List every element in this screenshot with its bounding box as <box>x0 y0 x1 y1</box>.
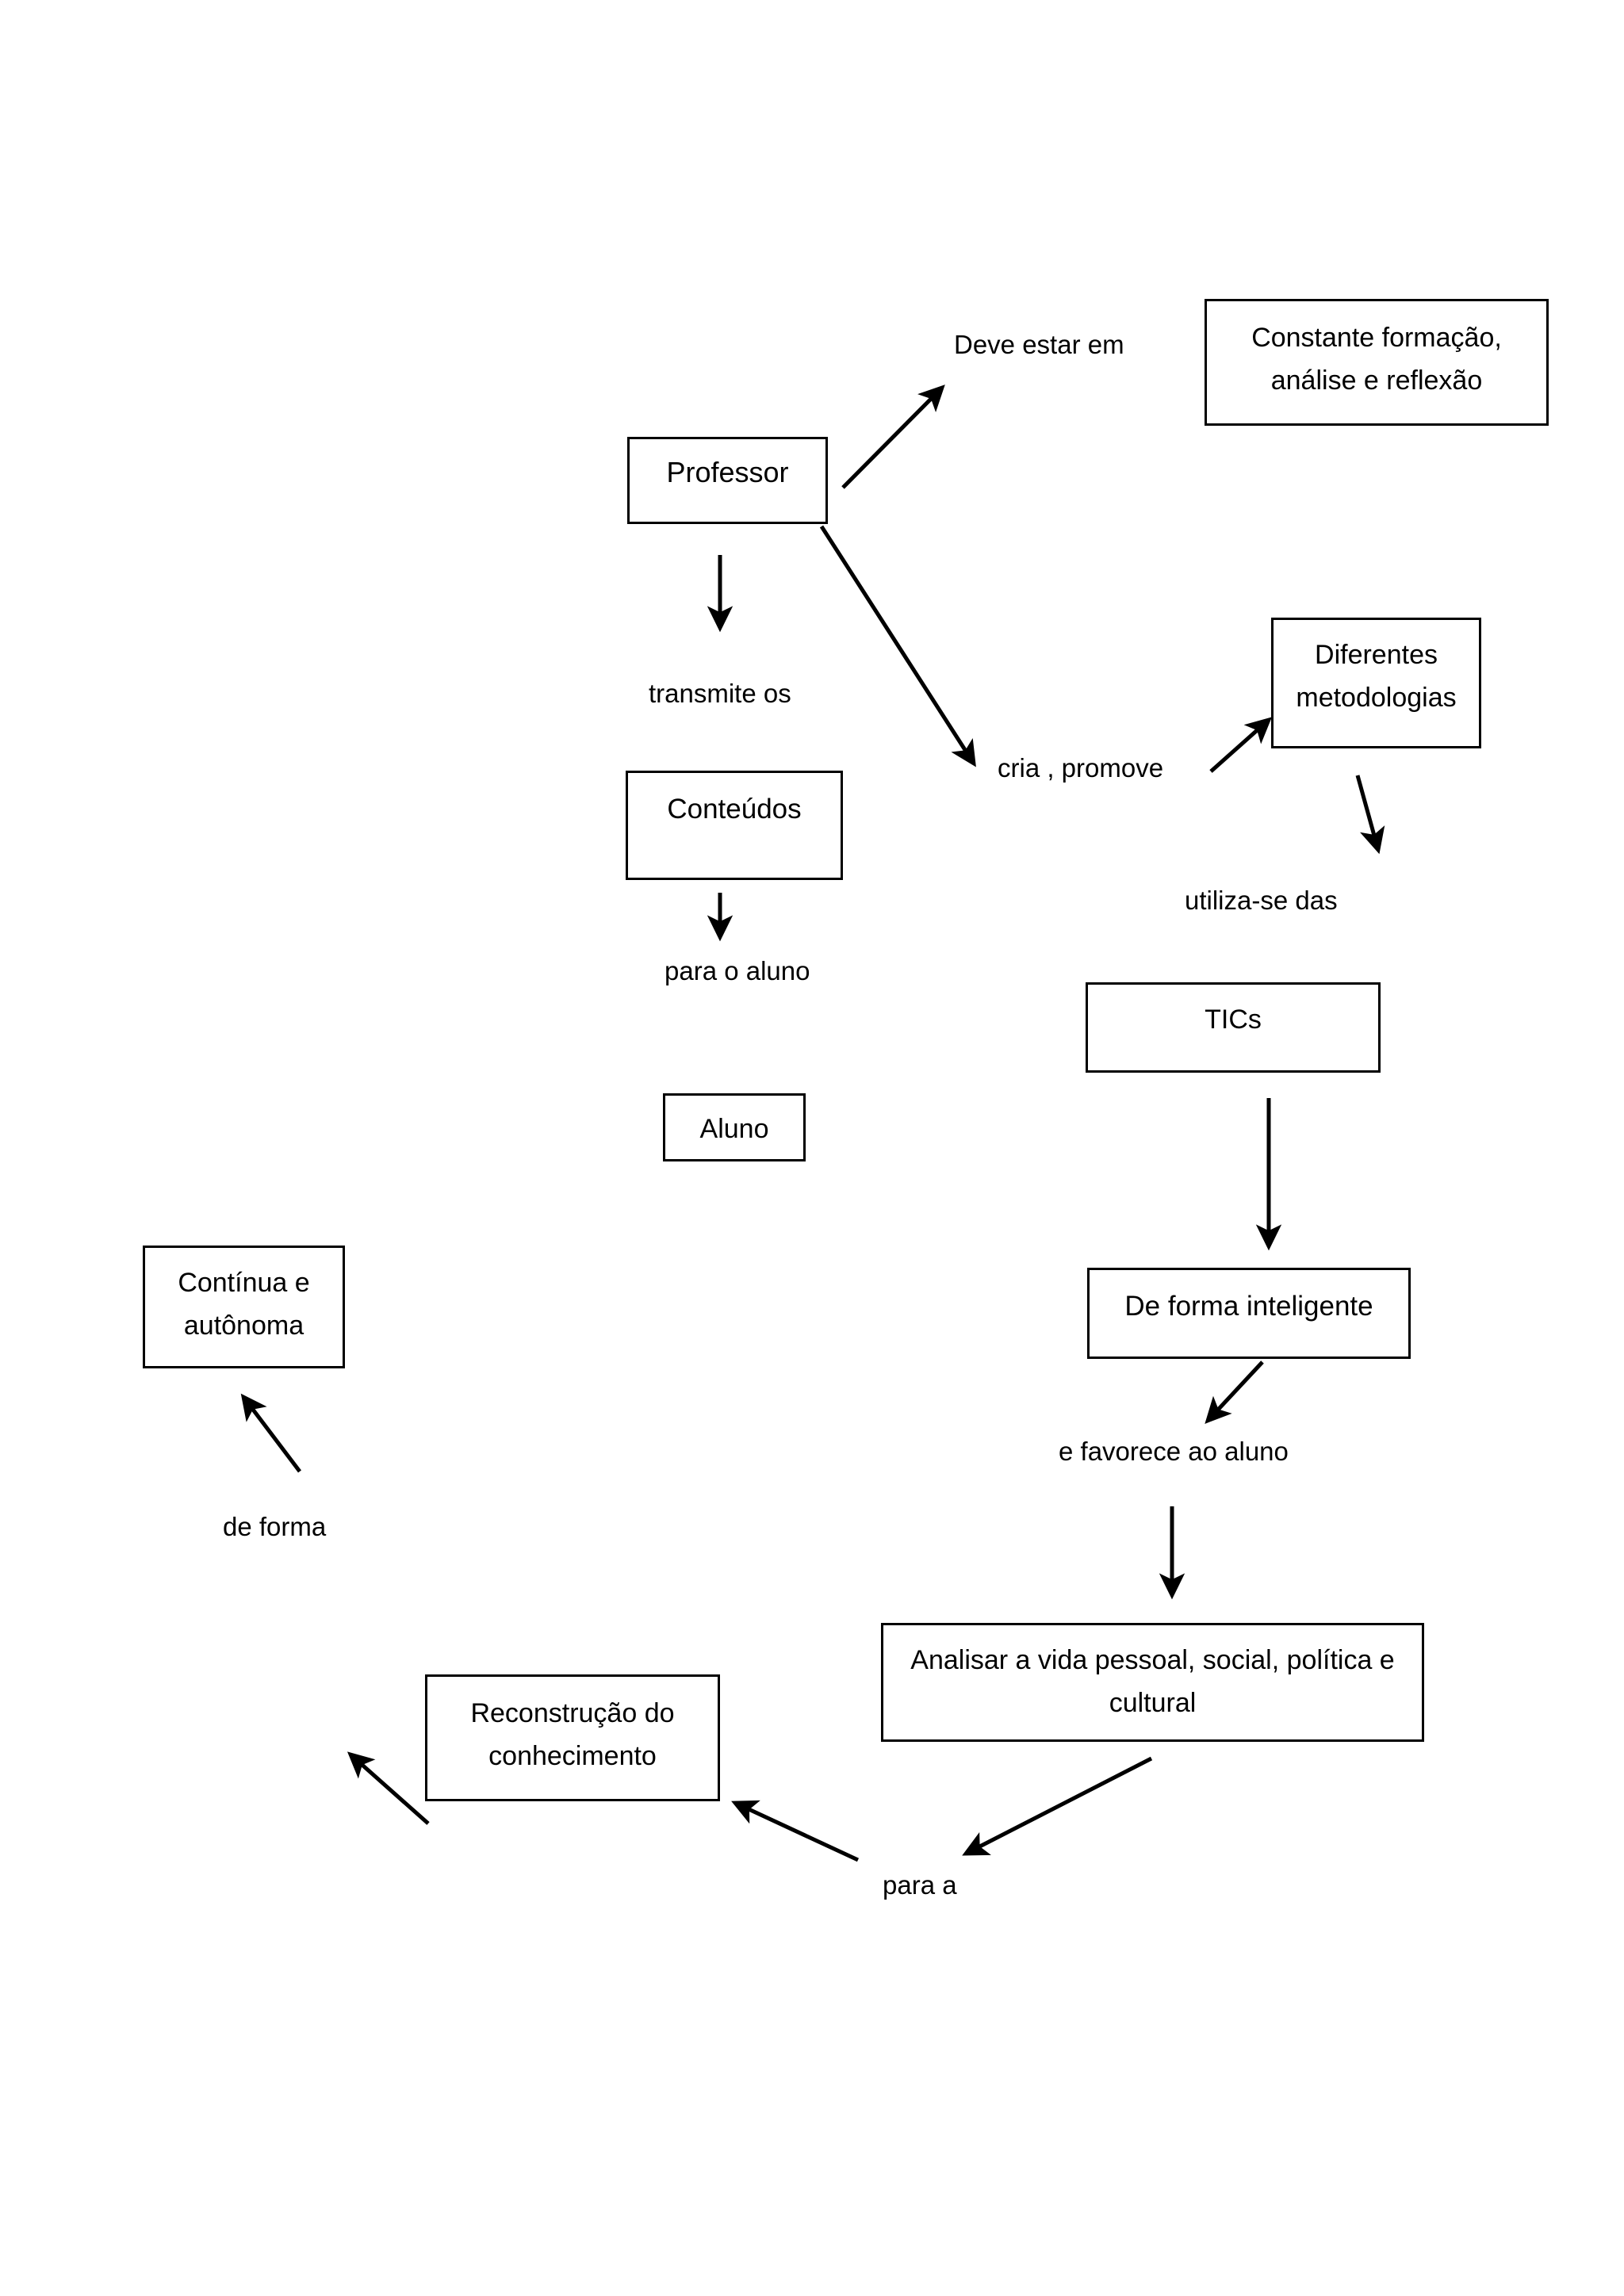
edge-diferentes-metodologias-to-utiliza-se-das <box>1355 775 1385 855</box>
edge-de-forma-inteligente-to-e-favorece-ao-aluno <box>1205 1360 1264 1424</box>
edge-de-forma-to-continua-autonoma <box>240 1393 301 1473</box>
node-reconstrucao-conhecimento-label: Reconstrução do conhecimento <box>470 1698 675 1771</box>
edge-label-e-favorece-ao-aluno: e favorece ao aluno <box>1059 1437 1289 1466</box>
node-de-forma-inteligente-label: De forma inteligente <box>1124 1291 1373 1322</box>
node-continua-autonoma[interactable]: Contínua e autônoma <box>143 1246 345 1368</box>
node-professor[interactable]: Professor <box>627 437 828 524</box>
edge-label-para-o-aluno: para o aluno <box>665 956 810 985</box>
edge-label-de-forma: de forma <box>223 1512 327 1541</box>
node-constante-formacao-label: Constante formação, análise e reflexão <box>1251 323 1502 396</box>
node-tics-label: TICs <box>1205 1004 1262 1035</box>
node-continua-autonoma-label: Contínua e autônoma <box>178 1268 310 1341</box>
edge-label-transmite-os: transmite os <box>649 679 791 708</box>
node-de-forma-inteligente[interactable]: De forma inteligente <box>1087 1268 1411 1359</box>
node-reconstrucao-conhecimento[interactable]: Reconstrução do conhecimento <box>425 1674 720 1801</box>
edge-label-deve-estar-em: Deve estar em <box>954 330 1124 359</box>
edge-professor-to-cria-promove <box>819 525 976 767</box>
node-conteudos[interactable]: Conteúdos <box>626 771 843 880</box>
node-constante-formacao[interactable]: Constante formação, análise e reflexão <box>1205 299 1549 426</box>
node-diferentes-metodologias[interactable]: Diferentes metodologias <box>1271 618 1481 748</box>
edge-label-para-a: para a <box>883 1870 957 1900</box>
edge-cria-promove-to-diferentes-metodologias <box>1209 717 1273 773</box>
node-tics[interactable]: TICs <box>1086 982 1381 1073</box>
node-diferentes-metodologias-label: Diferentes metodologias <box>1296 640 1457 713</box>
edge-label-cria-promove: cria , promove <box>998 753 1164 783</box>
edge-analisar-to-para-a <box>962 1756 1153 1856</box>
node-analisar-vida-label: Analisar a vida pessoal, social, polític… <box>910 1645 1395 1718</box>
node-aluno[interactable]: Aluno <box>663 1093 806 1161</box>
node-conteudos-label: Conteúdos <box>667 794 802 825</box>
edge-label-utiliza-se-das: utiliza-se das <box>1185 886 1338 915</box>
node-aluno-label: Aluno <box>699 1114 769 1144</box>
node-analisar-vida[interactable]: Analisar a vida pessoal, social, polític… <box>881 1623 1424 1742</box>
node-professor-label: Professor <box>666 456 789 488</box>
edge-reconstrucao-to-de-forma <box>347 1751 430 1825</box>
edge-para-a-to-reconstrucao <box>731 1800 860 1862</box>
edge-professor-to-deve-estar-em <box>841 385 945 489</box>
